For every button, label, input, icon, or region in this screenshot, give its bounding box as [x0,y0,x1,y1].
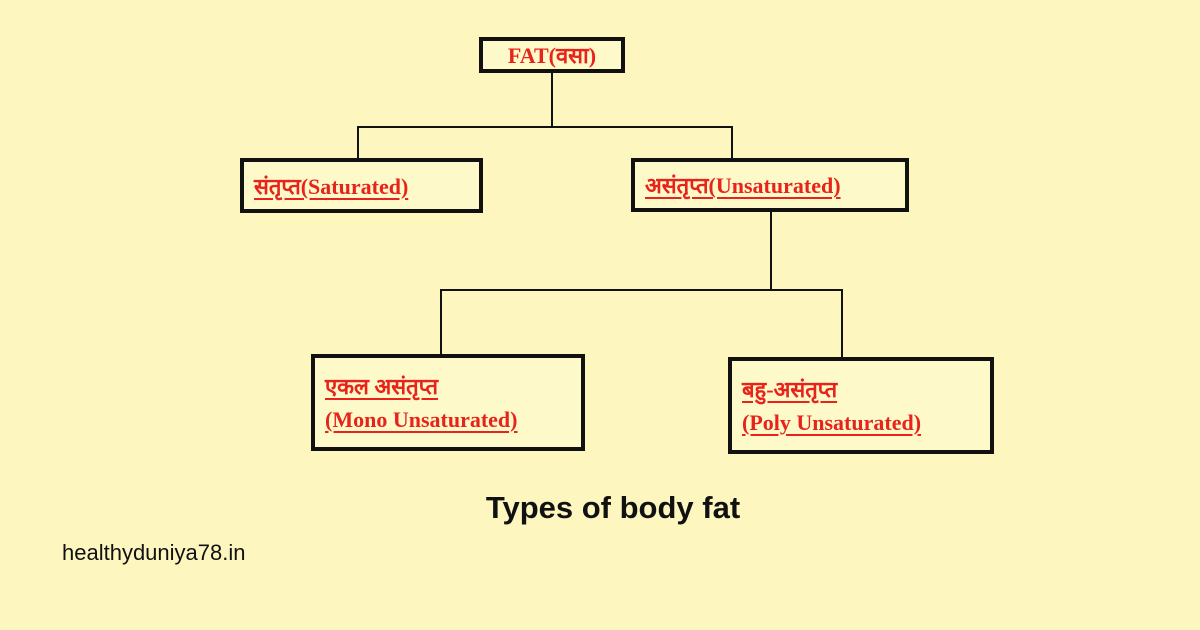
node-saturated-label: संतृप्त(Saturated) [254,173,409,199]
node-mono-english-label: (Mono Unsaturated) [325,406,518,432]
connector-saturated-drop [357,126,359,159]
node-poly-english-label: (Poly Unsaturated) [742,409,922,435]
diagram-caption: Types of body fat [485,490,741,525]
node-mono-hindi-label: एकल असंतृप्त [325,373,439,399]
node-mono-unsaturated: एकल असंतृप्त (Mono Unsaturated) [311,354,585,451]
node-fat-label: FAT(वसा) [507,43,597,68]
connector-poly-drop [841,289,843,358]
node-saturated: संतृप्त(Saturated) [240,158,483,213]
node-unsaturated-label: असंतृप्त(Unsaturated) [645,173,841,198]
connector-unsaturated-drop [731,126,733,159]
website-watermark: healthyduniya78.in [62,540,246,565]
node-unsaturated: असंतृप्त(Unsaturated) [631,158,909,212]
connector-root-trunk [551,72,553,128]
connector-level2-bar [440,289,843,291]
connector-unsaturated-trunk [770,211,772,291]
connector-level1-bar [357,126,733,128]
node-fat: FAT(वसा) [479,37,625,73]
connector-mono-drop [440,289,442,355]
node-poly-hindi-label: बहु-असंतृप्त [742,376,838,402]
node-poly-unsaturated: बहु-असंतृप्त (Poly Unsaturated) [728,357,994,454]
